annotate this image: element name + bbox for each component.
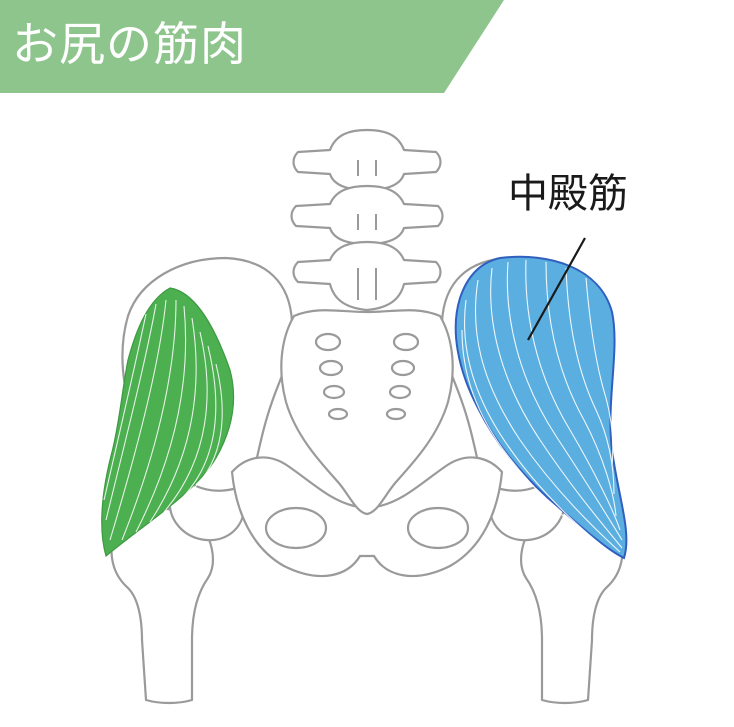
right-obturator-foramen bbox=[406, 506, 470, 550]
sacral-foramen bbox=[327, 407, 349, 421]
lumbar-vertebra-3 bbox=[292, 240, 442, 312]
sacral-foramen bbox=[385, 407, 407, 421]
left-obturator-foramen bbox=[264, 506, 328, 550]
sacral-foramen bbox=[392, 332, 420, 352]
sacral-foramen bbox=[318, 359, 344, 377]
leader-line bbox=[527, 237, 586, 341]
sacrum bbox=[280, 309, 454, 516]
gluteus-maximus-icon bbox=[101, 287, 235, 558]
gluteus-medius-label: 中殿筋 bbox=[508, 171, 628, 217]
sacral-foramen bbox=[390, 359, 416, 377]
gluteus-medius-icon bbox=[454, 255, 628, 560]
page-title: お尻の筋肉 bbox=[12, 17, 247, 71]
sacral-foramen bbox=[322, 384, 346, 400]
title-banner: お尻の筋肉 bbox=[0, 0, 504, 93]
title-banner-shape bbox=[0, 0, 504, 93]
lumbar-vertebra-1 bbox=[292, 128, 442, 192]
lumbar-vertebra-2 bbox=[290, 184, 444, 246]
sacral-foramen bbox=[314, 332, 342, 352]
sacral-foramen bbox=[388, 384, 412, 400]
